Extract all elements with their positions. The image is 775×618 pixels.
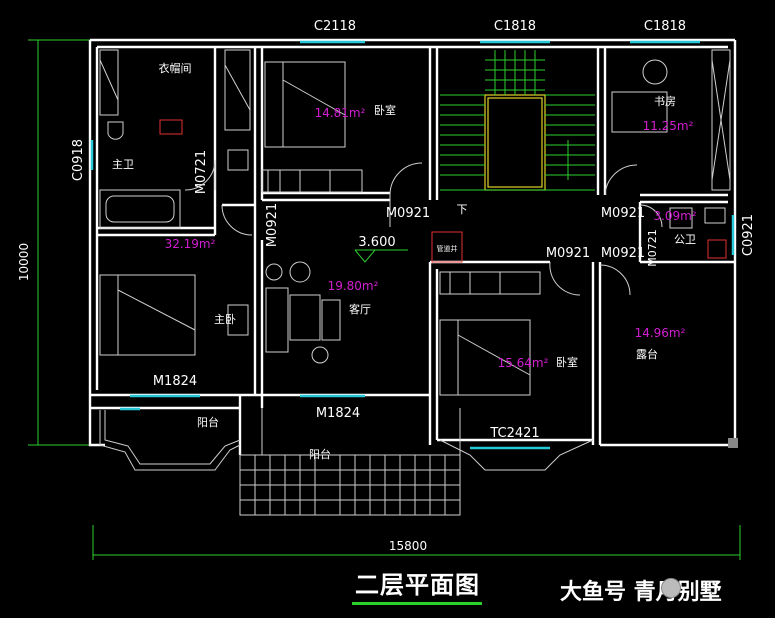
watermark-logo-icon (661, 578, 681, 598)
room-masterbed-name: 主卧 (214, 313, 236, 326)
window-label-c1818-study: C1818 (644, 19, 686, 34)
door-label-m0721-bath: M0721 (194, 150, 209, 194)
room-balcony1-name: 阳台 (197, 415, 219, 429)
dimension-lines (28, 39, 741, 560)
door-label-m0721-publicbath: M0721 (646, 229, 659, 267)
room-living-name: 客厅 (349, 302, 371, 316)
door-label-m0921-study: M0921 (601, 206, 645, 221)
drawing-title: 二层平面图 (355, 571, 480, 599)
door-swings (184, 159, 663, 296)
windows (90, 40, 735, 450)
room-masterbed-area: 32.19m² (165, 237, 216, 251)
door-label-m1824-master: M1824 (153, 374, 197, 389)
closet-furniture (99, 49, 251, 131)
study-furniture (611, 49, 731, 191)
window-label-c2118: C2118 (314, 19, 356, 34)
room-bedroom-n-name: 卧室 (374, 103, 396, 117)
staircase (440, 50, 595, 191)
living-sofa-set (265, 261, 341, 364)
room-bedroom-s-name: 卧室 (556, 355, 578, 369)
bed-master (99, 274, 249, 356)
room-study-name: 书房 (654, 95, 676, 108)
elevation-marker (354, 249, 408, 263)
window-label-c0921: C0921 (741, 214, 756, 256)
master-bath-fixtures (99, 119, 249, 229)
room-bedroom-n-area: 14.81m² (315, 106, 366, 120)
door-label-m1824-living: M1824 (316, 406, 360, 421)
room-terrace-area: 14.96m² (635, 326, 686, 340)
watermark-text: 大鱼号 青月别墅 (560, 580, 722, 605)
room-publicbath-name: 公卫 (674, 233, 696, 246)
room-study-area: 11.25m² (643, 119, 694, 133)
height-dimension: 10000 (17, 243, 31, 281)
bed-south (439, 271, 541, 396)
window-label-c1818-stair: C1818 (494, 19, 536, 34)
room-masterbath-name: 主卫 (112, 158, 134, 171)
pipe-shaft-label: 管道井 (437, 244, 458, 253)
window-label-c0918: C0918 (71, 139, 86, 181)
room-terrace-name: 露台 (636, 347, 658, 361)
bed-north (261, 61, 363, 193)
elevation-label: 3.600 (358, 235, 395, 250)
room-closet-name: 衣帽间 (159, 61, 192, 75)
room-bedroom-s-area: 15.64m² (498, 356, 549, 370)
door-label-m0921-bedroom: M0921 (386, 206, 430, 221)
door-label-m0921-living: M0921 (265, 203, 280, 247)
title-underline (352, 602, 482, 605)
window-label-tc2421: TC2421 (489, 426, 539, 441)
balconies (99, 408, 738, 516)
width-dimension: 15800 (389, 539, 427, 553)
room-living-area: 19.80m² (328, 279, 379, 293)
interior-walls (95, 45, 735, 455)
room-publicbath-area: 3.09m² (653, 209, 696, 223)
exterior-walls (88, 38, 737, 447)
stair-down-label: 下 (457, 203, 468, 216)
door-label-m0921-bedroom-s: M0921 (546, 246, 590, 261)
room-balcony2-name: 阳台 (309, 447, 331, 461)
public-bath-fixtures (669, 207, 727, 259)
pipe-shaft (431, 231, 463, 263)
door-label-m0921-terrace: M0921 (601, 246, 645, 261)
